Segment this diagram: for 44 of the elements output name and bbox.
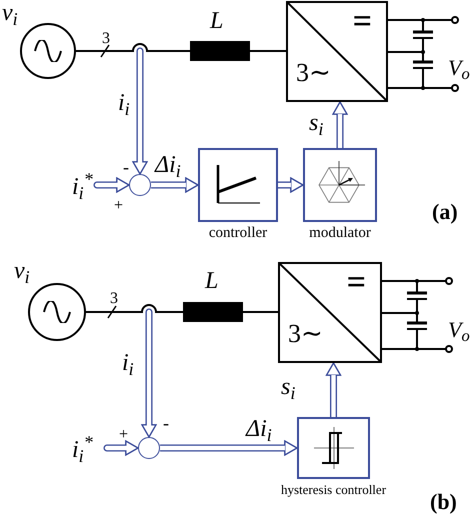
signal-arrow <box>278 177 304 193</box>
block-caption: modulator <box>309 225 371 241</box>
edge-label: s$_{i}$ <box>281 374 296 400</box>
ac-symbol: 3∼ <box>296 58 331 88</box>
text-label: V$_{o}$ <box>448 55 470 80</box>
text-label: (a) <box>432 199 458 224</box>
component-label: L <box>205 268 218 294</box>
ac-symbol: 3∼ <box>288 319 323 349</box>
edge-label: 3 <box>102 30 110 47</box>
signal-arrow <box>332 101 348 148</box>
wire <box>76 43 190 52</box>
signal-arrow <box>132 48 148 175</box>
summing-junction <box>138 437 160 459</box>
text-label: + <box>119 426 128 443</box>
text-label: + <box>114 197 124 214</box>
component-label: v$_{i}$ <box>2 0 18 26</box>
summing-junction <box>129 174 151 196</box>
edge-label: Δi$_{i}$ <box>246 416 272 442</box>
text-label: (b) <box>430 489 457 514</box>
text-label: - <box>163 413 169 433</box>
block-caption: controller <box>208 225 268 241</box>
signal-arrow <box>141 308 157 438</box>
signal-arrow <box>151 177 199 193</box>
signal-arrow <box>104 440 139 456</box>
edge-label: s$_{i}$ <box>309 110 324 136</box>
dc-symbol: = <box>346 264 366 302</box>
edge-label: i$_{i}$ <box>118 90 130 116</box>
inductor-symbol <box>183 302 243 322</box>
edge-label: 3 <box>110 290 118 307</box>
signal-arrow <box>326 362 342 417</box>
wire <box>243 311 278 313</box>
text-label: - <box>123 157 129 177</box>
component-label: L <box>210 8 224 34</box>
signal-arrow <box>94 177 130 193</box>
wire <box>86 304 183 313</box>
component-label: v$_{i}$ <box>14 258 30 284</box>
inductor-symbol <box>190 41 250 61</box>
edge-label: Δi$_{i}$ <box>155 152 181 178</box>
block-caption: hysteresis controller <box>280 482 386 498</box>
text-label: V$_{o}$ <box>448 317 470 342</box>
wire <box>250 50 286 52</box>
edge-label: i$_{i}$ <box>122 350 134 376</box>
signal-arrow <box>160 440 298 456</box>
dc-symbol: = <box>352 3 372 41</box>
